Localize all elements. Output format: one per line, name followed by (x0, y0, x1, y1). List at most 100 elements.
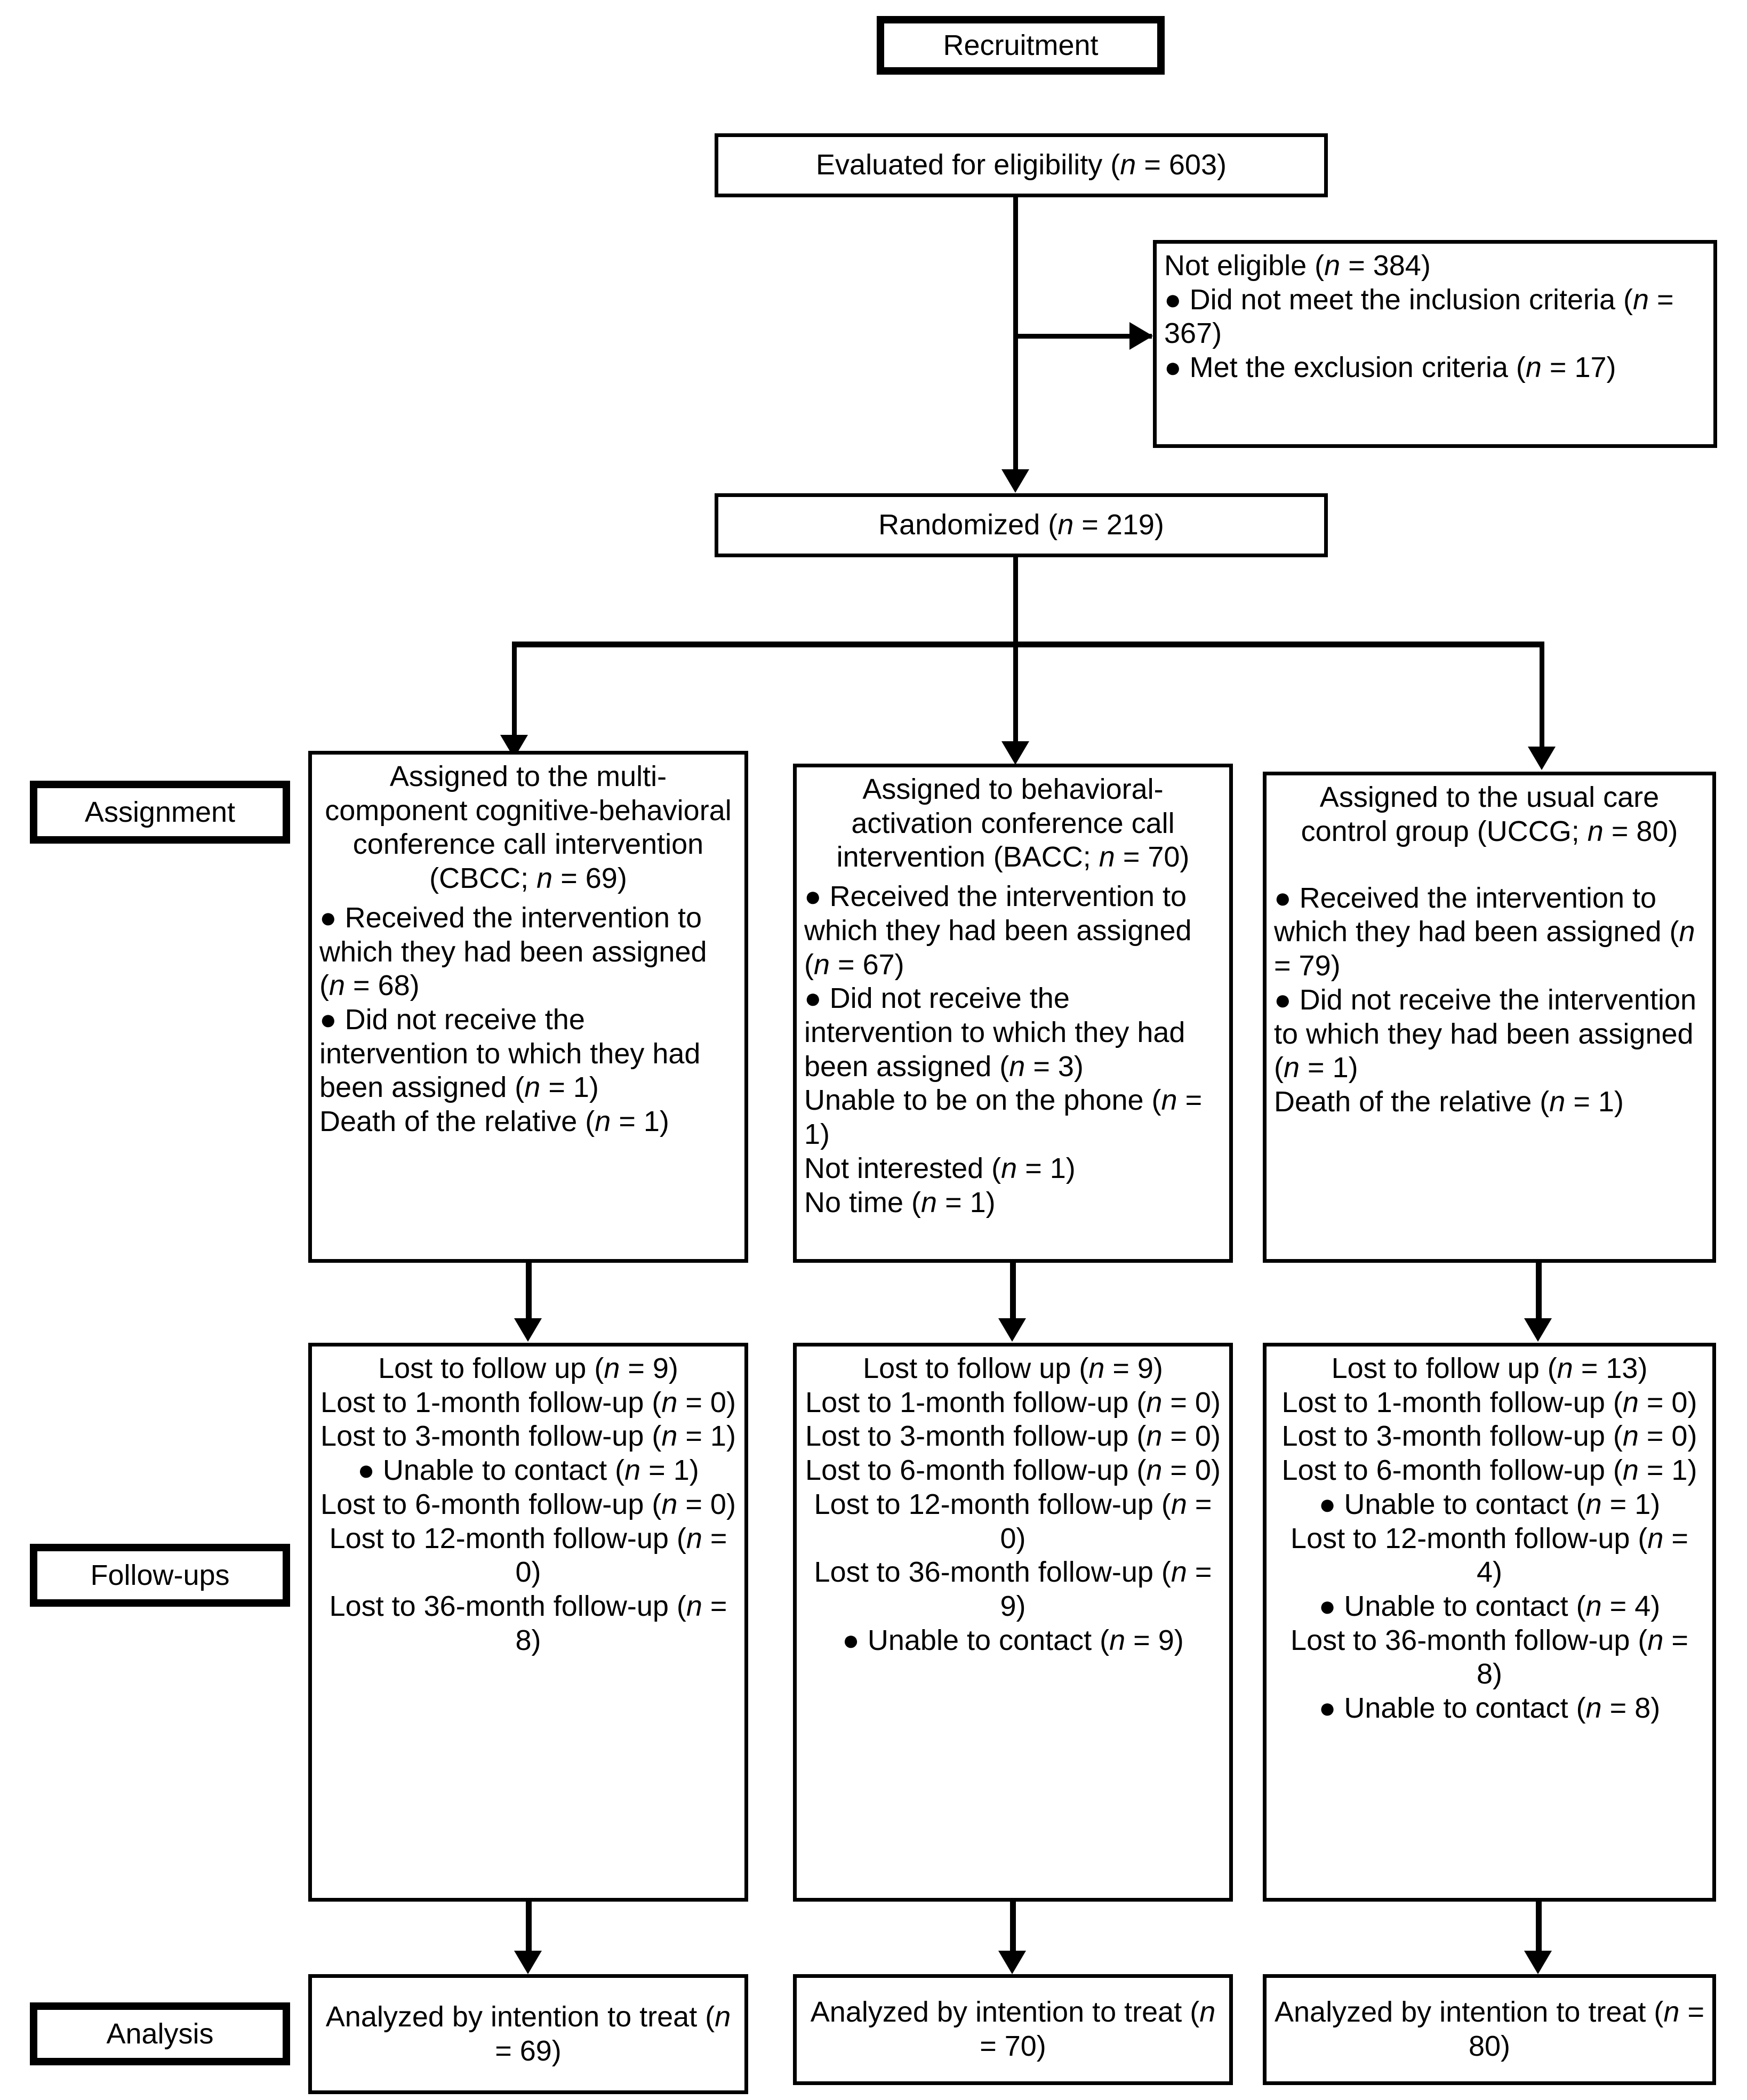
box-follow-uccg: Lost to follow up (n = 13) Lost to 1-mon… (1263, 1343, 1716, 1902)
connector-bacc-follow-to-analysis (1010, 1902, 1016, 1966)
line-follow-bacc-1: Lost to 1-month follow-up (n = 0) (805, 1386, 1221, 1418)
line-follow-cbcc-3: ● Unable to contact (n = 1) (357, 1454, 699, 1487)
box-analysis-bacc: Analyzed by intention to treat (n = 70) (793, 1974, 1233, 2085)
line-follow-cbcc-0: Lost to follow up (n = 9) (378, 1352, 678, 1384)
box-assign-cbcc-heading: Assigned to the multi-component cognitiv… (312, 755, 744, 901)
line-follow-uccg-1: Lost to 1-month follow-up (n = 0) (1281, 1386, 1697, 1418)
box-not-eligible: Not eligible (n = 384) ● Did not meet th… (1153, 240, 1717, 448)
box-assign-uccg-items: ● Received the intervention to which the… (1267, 881, 1712, 1125)
connector-to-not-eligible (1013, 334, 1152, 339)
stage-label-analysis-text: Analysis (106, 2018, 214, 2050)
box-assign-cbcc: Assigned to the multi-component cognitiv… (308, 751, 748, 1263)
line-follow-uccg-3: Lost to 6-month follow-up (n = 1) (1281, 1454, 1697, 1487)
line-not-eligible-inclusion: ● Did not meet the inclusion criteria (n… (1164, 283, 1674, 350)
connector-distribution-bar (512, 642, 1544, 647)
connector-uccg-follow-to-analysis (1536, 1902, 1542, 1966)
line-assign-cbcc-heading: Assigned to the multi-component cognitiv… (325, 760, 732, 895)
line-randomized: Randomized (n = 219) (878, 509, 1164, 541)
line-assign-bacc-not-interested: Not interested (n = 1) (804, 1152, 1076, 1184)
line-analysis-uccg: Analyzed by intention to treat (n = 80) (1274, 1996, 1704, 2062)
line-assign-bacc-received: ● Received the intervention to which the… (804, 880, 1192, 981)
box-randomized-content: Randomized (n = 219) (718, 503, 1324, 548)
line-assign-bacc-heading: Assigned to behavioral-activation confer… (836, 773, 1190, 873)
stage-label-analysis: Analysis (30, 2002, 290, 2065)
line-assign-bacc-phone: Unable to be on the phone (n = 1) (804, 1084, 1203, 1151)
stage-label-followups-text: Follow-ups (90, 1559, 230, 1591)
line-assign-uccg-death: Death of the relative (n = 1) (1274, 1086, 1624, 1118)
arrowhead-cbcc-follow (514, 1318, 542, 1342)
line-assign-uccg-received: ● Received the intervention to which the… (1274, 881, 1695, 982)
box-assign-uccg: Assigned to the usual care control group… (1263, 772, 1716, 1263)
box-assign-cbcc-items: ● Received the intervention to which the… (312, 901, 744, 1144)
connector-drop-right (1540, 642, 1544, 764)
line-follow-cbcc-4: Lost to 6-month follow-up (n = 0) (320, 1488, 736, 1520)
arrowhead-uccg-analysis (1524, 1951, 1552, 1974)
box-follow-cbcc: Lost to follow up (n = 9) Lost to 1-mont… (308, 1343, 748, 1902)
line-assign-uccg-not-received: ● Did not receive the intervention to wh… (1274, 983, 1697, 1084)
arrowhead-to-assign-bacc (1001, 741, 1029, 765)
line-evaluated: Evaluated for eligibility (n = 603) (816, 149, 1227, 181)
box-evaluated-for-eligibility: Evaluated for eligibility (n = 603) (715, 133, 1328, 197)
line-follow-uccg-8: ● Unable to contact (n = 8) (1318, 1692, 1661, 1725)
stage-label-followups: Follow-ups (30, 1544, 290, 1607)
box-assign-uccg-heading: Assigned to the usual care control group… (1267, 775, 1712, 881)
arrowhead-to-assign-uccg (1528, 747, 1556, 770)
line-not-eligible-total: Not eligible (n = 384) (1164, 250, 1431, 282)
box-follow-cbcc-content: Lost to follow up (n = 9) Lost to 1-mont… (312, 1346, 744, 1663)
box-follow-bacc: Lost to follow up (n = 9) Lost to 1-mont… (793, 1343, 1233, 1902)
line-assign-bacc-not-received: ● Did not receive the intervention to wh… (804, 982, 1185, 1083)
box-analysis-uccg-content: Analyzed by intention to treat (n = 80) (1267, 1990, 1712, 2069)
line-assign-cbcc-not-received: ● Did not receive the intervention to wh… (319, 1004, 701, 1104)
connector-randomized-trunk (1013, 557, 1018, 755)
box-analysis-bacc-content: Analyzed by intention to treat (n = 70) (797, 1990, 1229, 2069)
connector-drop-left (512, 642, 517, 748)
box-follow-uccg-content: Lost to follow up (n = 13) Lost to 1-mon… (1267, 1346, 1712, 1731)
arrowhead-to-not-eligible (1129, 322, 1153, 350)
arrowhead-bacc-analysis (998, 1951, 1026, 1974)
line-follow-cbcc-2: Lost to 3-month follow-up (n = 1) (320, 1420, 736, 1453)
box-analysis-cbcc-content: Analyzed by intention to treat (n = 69) (312, 1995, 744, 2073)
arrowhead-cbcc-analysis (514, 1951, 542, 1974)
line-analysis-cbcc: Analyzed by intention to treat (n = 69) (325, 2000, 731, 2067)
line-assign-cbcc-death: Death of the relative (n = 1) (319, 1105, 669, 1138)
spacer-assign-uccg (1274, 848, 1705, 876)
line-follow-bacc-0: Lost to follow up (n = 9) (863, 1352, 1163, 1384)
line-follow-bacc-3: Lost to 6-month follow-up (n = 0) (805, 1454, 1221, 1487)
arrowhead-uccg-follow (1524, 1318, 1552, 1342)
line-follow-uccg-5: Lost to 12-month follow-up (n = 4) (1291, 1522, 1688, 1589)
line-follow-cbcc-1: Lost to 1-month follow-up (n = 0) (320, 1386, 736, 1418)
connector-cbcc-follow-to-analysis (526, 1902, 532, 1966)
line-follow-uccg-6: ● Unable to contact (n = 4) (1318, 1590, 1661, 1623)
line-follow-bacc-6: ● Unable to contact (n = 9) (842, 1624, 1184, 1656)
line-assign-uccg-heading: Assigned to the usual care control group… (1301, 781, 1678, 847)
connector-bacc-assign-to-follow (1010, 1263, 1016, 1332)
box-assign-bacc: Assigned to behavioral-activation confer… (793, 764, 1233, 1263)
box-assign-bacc-heading: Assigned to behavioral-activation confer… (797, 767, 1229, 880)
box-follow-bacc-content: Lost to follow up (n = 9) Lost to 1-mont… (797, 1346, 1229, 1663)
stage-label-assignment: Assignment (30, 781, 290, 844)
box-randomized: Randomized (n = 219) (715, 493, 1328, 557)
line-follow-cbcc-6: Lost to 36-month follow-up (n = 8) (329, 1590, 727, 1656)
stage-label-recruitment: Recruitment (877, 16, 1165, 75)
line-assign-cbcc-received: ● Received the intervention to which the… (319, 901, 707, 1002)
connector-uccg-assign-to-follow (1536, 1263, 1542, 1332)
line-follow-bacc-5: Lost to 36-month follow-up (n = 9) (814, 1556, 1212, 1623)
connector-cbcc-assign-to-follow (526, 1263, 532, 1332)
box-not-eligible-content: Not eligible (n = 384) ● Did not meet th… (1157, 244, 1713, 390)
line-follow-uccg-2: Lost to 3-month follow-up (n = 0) (1281, 1420, 1697, 1453)
box-assign-bacc-items: ● Received the intervention to which the… (797, 880, 1229, 1225)
line-not-eligible-exclusion: ● Met the exclusion criteria (n = 17) (1164, 351, 1616, 384)
box-analysis-uccg: Analyzed by intention to treat (n = 80) (1263, 1974, 1716, 2085)
arrowhead-to-randomized (1001, 469, 1029, 493)
box-evaluated-for-eligibility-content: Evaluated for eligibility (n = 603) (718, 143, 1324, 188)
line-follow-uccg-7: Lost to 36-month follow-up (n = 8) (1291, 1624, 1688, 1690)
line-follow-bacc-2: Lost to 3-month follow-up (n = 0) (805, 1420, 1221, 1453)
line-assign-bacc-no-time: No time (n = 1) (804, 1186, 996, 1219)
arrowhead-bacc-follow (998, 1318, 1026, 1342)
line-analysis-bacc: Analyzed by intention to treat (n = 70) (810, 1996, 1216, 2062)
line-follow-uccg-0: Lost to follow up (n = 13) (1331, 1352, 1648, 1384)
stage-label-recruitment-text: Recruitment (943, 29, 1099, 61)
line-follow-uccg-4: ● Unable to contact (n = 1) (1318, 1488, 1661, 1520)
box-analysis-cbcc: Analyzed by intention to treat (n = 69) (308, 1974, 748, 2094)
